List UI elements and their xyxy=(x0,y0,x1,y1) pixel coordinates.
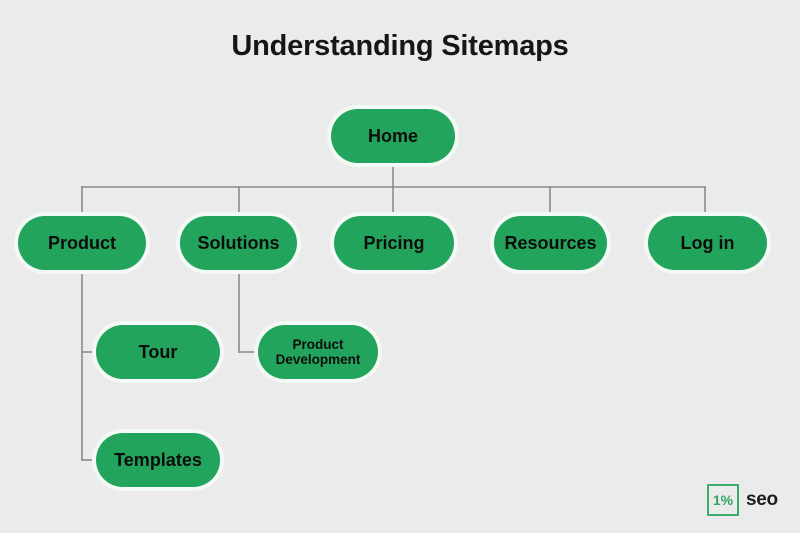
node-tour-label: Tour xyxy=(138,341,178,362)
node-solutions[interactable]: Solutions xyxy=(180,216,297,270)
node-product[interactable]: Product xyxy=(18,216,146,270)
node-templates[interactable]: Templates xyxy=(96,433,220,487)
brand-logo: 1% seo xyxy=(707,484,778,516)
node-home[interactable]: Home xyxy=(331,109,455,163)
node-product-development-label: Product Development xyxy=(275,336,361,367)
node-home-label: Home xyxy=(367,125,418,146)
logo-badge-icon: 1% xyxy=(707,484,739,516)
node-pricing-label: Pricing xyxy=(363,232,425,253)
node-login[interactable]: Log in xyxy=(648,216,767,270)
node-resources[interactable]: Resources xyxy=(494,216,607,270)
node-product-label: Product xyxy=(47,232,116,253)
node-login-label: Log in xyxy=(680,232,735,253)
node-tour[interactable]: Tour xyxy=(96,325,220,379)
logo-wordmark: seo xyxy=(746,489,778,510)
page-title: Understanding Sitemaps xyxy=(231,30,569,62)
node-solutions-label: Solutions xyxy=(197,232,280,253)
node-pricing[interactable]: Pricing xyxy=(334,216,454,270)
node-product-development[interactable]: Product Development xyxy=(258,325,378,379)
node-templates-label: Templates xyxy=(114,449,202,470)
node-resources-label: Resources xyxy=(504,232,597,253)
